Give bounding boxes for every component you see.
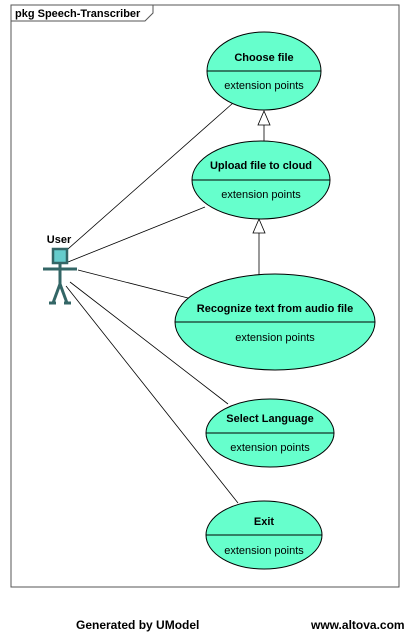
actor-name: User [47, 234, 72, 246]
extension-points-label: extension points [235, 332, 315, 344]
association-exit [65, 285, 239, 504]
extension-points-label: extension points [224, 80, 304, 92]
association-recognize-text [77, 269, 189, 299]
footer-generator: Generated by UModel [76, 618, 200, 632]
associations [59, 102, 239, 504]
use-case-title: Upload file to cloud [210, 160, 312, 172]
extension-points-label: extension points [230, 442, 310, 454]
use-case-exit[interactable]: Exit extension points [205, 500, 323, 570]
use-case-select-language[interactable]: Select Language extension points [205, 398, 335, 468]
package-label-tab [10, 4, 154, 22]
use-case-recognize-text[interactable]: Recognize text from audio file extension… [174, 273, 376, 371]
footer-website-link[interactable]: www.altova.com [311, 618, 405, 632]
package-label: pkg Speech-Transcriber [15, 8, 141, 20]
use-case-title: Choose file [234, 52, 293, 64]
use-case-title: Select Language [226, 413, 313, 425]
stick-figure-icon [43, 247, 77, 305]
association-select-language [69, 281, 229, 405]
use-case-title: Recognize text from audio file [197, 303, 353, 315]
use-case-choose-file[interactable]: Choose file extension points [206, 31, 322, 111]
association-choose-file [59, 102, 234, 257]
extension-points-label: extension points [224, 545, 304, 557]
association-upload-file [67, 206, 206, 263]
extension-points-label: extension points [221, 189, 301, 201]
use-case-title: Exit [254, 516, 275, 528]
generalization-recognize-to-upload [252, 217, 266, 275]
use-case-upload-file[interactable]: Upload file to cloud extension points [191, 140, 331, 220]
actor-user[interactable]: User [43, 234, 77, 305]
